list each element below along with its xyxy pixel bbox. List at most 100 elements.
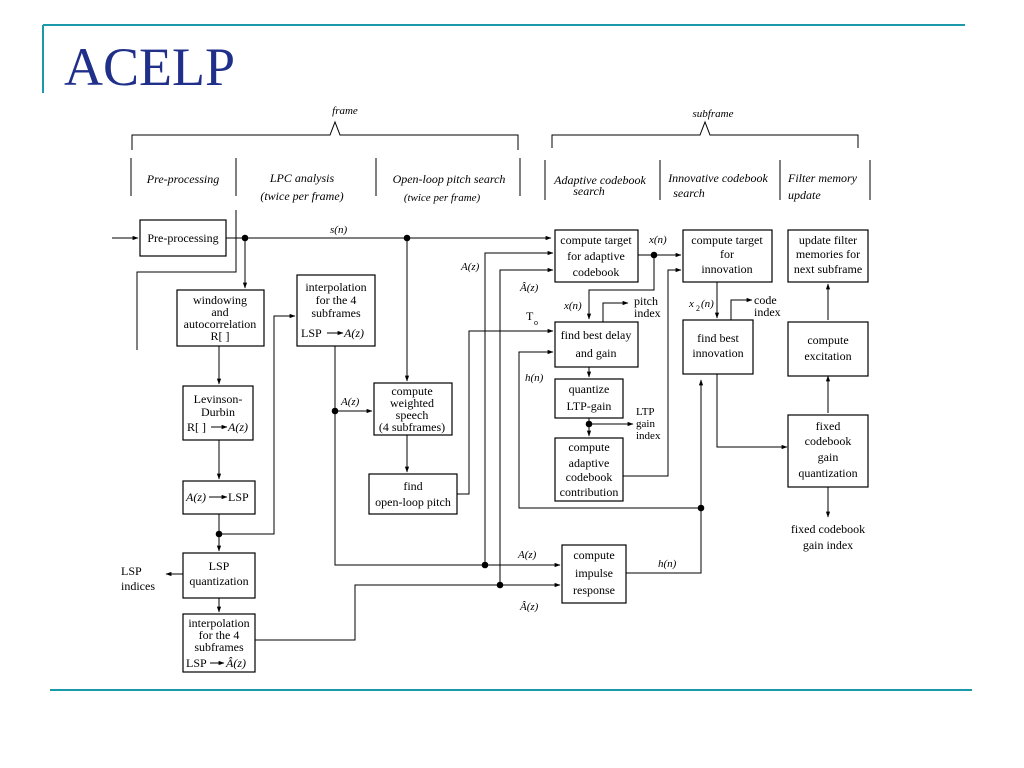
svg-text:for adaptive: for adaptive (567, 249, 625, 263)
hdr-olp-1: Open-loop pitch search (393, 172, 506, 186)
svg-text:Durbin: Durbin (201, 405, 235, 419)
block-target-adaptive-codebook: compute target for adaptive codebook (554, 229, 639, 283)
svg-text:excitation: excitation (804, 349, 851, 363)
block-lsp-quantization: LSP quantization (182, 552, 256, 599)
svg-text:subframes: subframes (194, 640, 244, 654)
svg-text:and gain: and gain (576, 346, 617, 360)
label-index: index (634, 306, 661, 320)
svg-text:and: and (211, 305, 228, 319)
svg-text:subframes: subframes (311, 306, 361, 320)
svg-text:for the 4: for the 4 (316, 293, 357, 307)
svg-text:LSP: LSP (209, 559, 230, 573)
label-az-cws: A(z) (340, 396, 360, 408)
block-a-to-lsp: A(z) LSP (182, 480, 256, 515)
svg-text:impulse: impulse (575, 566, 613, 580)
svg-text:compute: compute (573, 548, 614, 562)
hdr-preprocessing: Pre-processing (146, 172, 219, 186)
label-t0-sub: o (534, 318, 538, 327)
label-hn-fbd: h(n) (525, 372, 544, 384)
svg-text:contribution: contribution (560, 485, 619, 499)
svg-text:LTP-gain: LTP-gain (567, 399, 612, 413)
frame-label: frame (332, 105, 358, 117)
block-impulse-response: compute impulse response (561, 544, 627, 604)
svg-text:compute: compute (391, 384, 432, 398)
block-fixed-codebook-gain-quantization: fixed codebook gain quantization (787, 414, 869, 488)
label-xn-2: x(n) (563, 300, 582, 312)
svg-text:response: response (573, 583, 615, 597)
block-windowing: windowing and autocorrelation R[ ] (176, 289, 265, 347)
label-x2n-tail: (n) (701, 298, 714, 310)
hdr-lpc-2: (twice per frame) (260, 189, 343, 203)
label-x2n: x (688, 298, 694, 310)
svg-text:windowing: windowing (193, 293, 247, 307)
label-fcg: fixed codebook (791, 522, 865, 536)
svg-text:codebook: codebook (805, 434, 852, 448)
svg-text:compute: compute (807, 333, 848, 347)
svg-text:LSP: LSP (186, 656, 207, 670)
hdr-olp-2: (twice per frame) (404, 192, 481, 204)
slide-title: ACELP (64, 37, 236, 97)
subframe-brace: subframe (551, 108, 859, 148)
label-code-index: index (754, 305, 781, 319)
label-ltp: LTP (636, 406, 655, 418)
header-labels: Pre-processing LPC analysis (twice per f… (146, 171, 858, 204)
hdr-fm-2: update (788, 188, 821, 202)
block-levinson-durbin: Levinson- Durbin R[ ] A(z) (182, 385, 254, 441)
svg-text:autocorrelation: autocorrelation (184, 317, 257, 331)
label-az-impulse: A(z) (517, 549, 537, 561)
svg-text:adaptive: adaptive (569, 456, 610, 470)
svg-text:open-loop pitch: open-loop pitch (375, 495, 451, 509)
hdr-lpc-1: LPC analysis (269, 171, 335, 185)
hdr-icb-2: search (673, 186, 705, 200)
svg-text:weighted: weighted (390, 396, 434, 410)
block-compute-excitation: compute excitation (787, 321, 869, 377)
label-sn: s(n) (330, 224, 347, 236)
svg-text:quantization: quantization (798, 466, 857, 480)
subframe-label: subframe (693, 108, 734, 120)
header-separators (130, 158, 871, 200)
label-hn-impulse: h(n) (658, 558, 677, 570)
svg-text:find best delay: find best delay (561, 328, 632, 342)
label-pitch: pitch (634, 294, 658, 308)
svg-text:R[ ]: R[ ] (211, 329, 230, 343)
svg-text:innovation: innovation (701, 262, 752, 276)
svg-text:A(z): A(z) (185, 490, 206, 504)
label-lsp-indices: indices (121, 579, 155, 593)
svg-text:innovation: innovation (692, 346, 743, 360)
svg-text:Â(z): Â(z) (225, 656, 246, 670)
label-az-target: A(z) (460, 261, 480, 273)
svg-text:Levinson-: Levinson- (194, 392, 243, 406)
svg-text:find: find (403, 479, 422, 493)
svg-text:(4 subframes): (4 subframes) (379, 420, 445, 434)
label-ltp-gain: gain (636, 418, 655, 430)
svg-text:quantize: quantize (569, 382, 610, 396)
svg-text:fixed: fixed (816, 419, 841, 433)
hdr-acb-2: search (573, 184, 605, 198)
svg-text:next subframe: next subframe (794, 262, 862, 276)
svg-text:A(z): A(z) (343, 326, 364, 340)
block-find-best-innovation: find best innovation (682, 319, 754, 375)
svg-text:codebook: codebook (566, 470, 613, 484)
label-ltp-index: index (636, 430, 661, 442)
label-code: code (754, 293, 777, 307)
svg-text:interpolation: interpolation (188, 616, 249, 630)
signal-labels: s(n) x(n) A(z) Â(z) x(n) pitch index T o… (121, 224, 865, 613)
label-lsp: LSP (121, 564, 142, 578)
block-compute-weighted-speech: compute weighted speech (4 subframes) (373, 382, 453, 436)
svg-text:for the 4: for the 4 (199, 628, 240, 642)
hdr-acb-1: Adaptive codebook (553, 173, 646, 187)
block-quantize-ltp-gain: quantize LTP-gain (554, 378, 624, 419)
junctions (215, 234, 705, 589)
svg-text:LSP: LSP (301, 326, 322, 340)
svg-text:interpolation: interpolation (305, 280, 366, 294)
block-update-filter-memories: update filter memories for next subframe (787, 229, 869, 283)
svg-text:compute: compute (568, 440, 609, 454)
block-target-innovation: compute target for innovation (682, 229, 773, 283)
label-x2n-sub: 2 (696, 304, 700, 313)
label-xn-1: x(n) (648, 234, 667, 246)
hdr-fm-1: Filter memory (787, 171, 858, 185)
label-ahat-target: Â(z) (519, 282, 539, 294)
slide-decoration (42, 24, 972, 691)
block-adaptive-contribution: compute adaptive codebook contribution (554, 437, 624, 502)
